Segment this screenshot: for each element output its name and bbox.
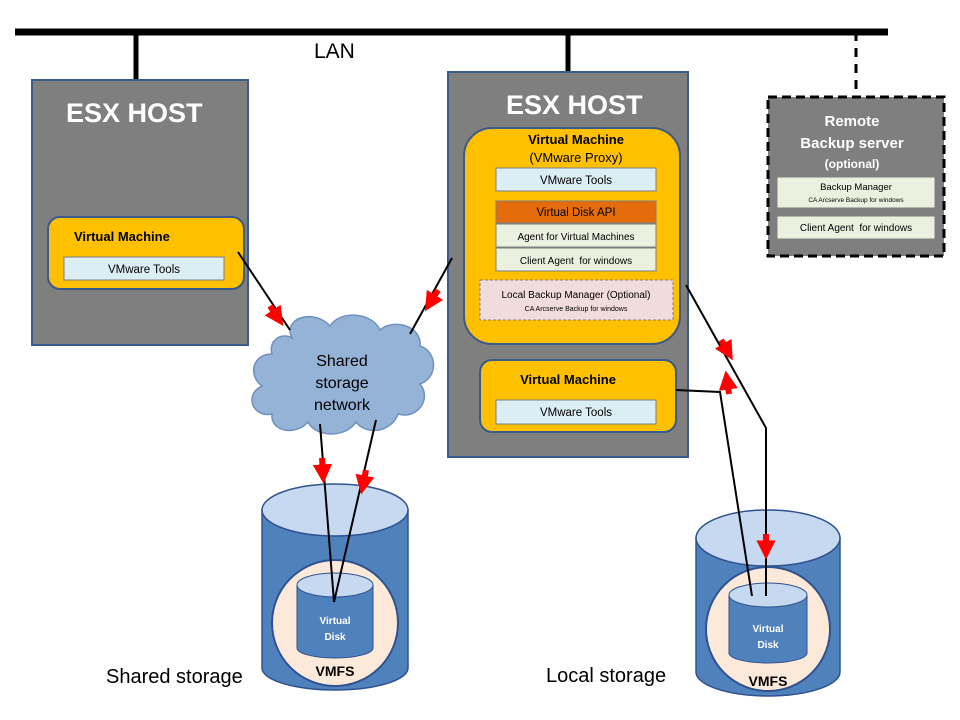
local-storage-label: Local storage — [546, 665, 666, 687]
local-virtual-disk-top — [728, 582, 808, 608]
flow-arrow-icon — [264, 304, 284, 326]
flow-arrow-icon — [312, 457, 332, 484]
host1-vmware-tools-label: VMware Tools — [108, 264, 180, 276]
agent-for-vm-box — [495, 223, 657, 248]
remote-title-line2: Backup server — [800, 135, 904, 152]
path-host2-vm-to-local-disk — [675, 389, 753, 597]
remote-client-agent-box — [776, 215, 936, 240]
path-cloud-to-shared-disk-b — [333, 419, 377, 603]
cloud-shape — [251, 314, 435, 435]
shared-virtual-disk-body — [296, 584, 374, 659]
remote-backup-server[interactable]: Remote Backup server (optional) Backup M… — [766, 95, 946, 258]
shared-storage-label: Shared storage — [106, 666, 243, 688]
virtual-disk-api-box — [495, 200, 657, 224]
local-backup-manager-label: Local Backup Manager (Optional) — [502, 290, 651, 301]
shared-storage[interactable]: Virtual Disk VMFS — [261, 483, 409, 691]
esx-host-1-box — [31, 79, 249, 346]
flow-arrow-icon — [424, 288, 444, 312]
proxy-vm-title: Virtual Machine — [528, 132, 624, 147]
host2-virtual-machine[interactable]: Virtual Machine VMware Tools — [479, 359, 677, 433]
esx-host-2-title: ESX HOST — [506, 90, 643, 120]
esx-host-2[interactable]: ESX HOST Virtual Machine (VMware Proxy) … — [447, 71, 689, 458]
cloud-label-line1: Shared — [316, 353, 368, 370]
local-virtual-disk-body — [728, 594, 808, 664]
local-backup-manager-box — [479, 279, 674, 321]
virtual-disk-api-label: Virtual Disk API — [536, 207, 615, 219]
remote-optional-label: (optional) — [825, 157, 880, 171]
shared-virtual-disk-label-1: Virtual — [320, 616, 351, 627]
remote-title-line1: Remote — [824, 113, 879, 130]
local-vmfs-label: VMFS — [749, 673, 788, 689]
backup-manager-sublabel: CA Arcserve Backup for windows — [808, 197, 904, 204]
proxy-vmware-tools-box — [495, 167, 657, 192]
host2-vmware-tools-box — [495, 399, 657, 425]
shared-cylinder-top — [261, 483, 409, 537]
backup-manager-box — [776, 176, 936, 209]
host1-virtual-machine[interactable]: Virtual Machine VMware Tools — [47, 216, 245, 290]
esx-host-1-title: ESX HOST — [66, 98, 203, 128]
esx-host-1[interactable]: ESX HOST Virtual Machine VMware Tools — [31, 79, 249, 346]
cloud-label-line2: storage — [315, 375, 368, 392]
lan-network: LAN — [15, 28, 888, 97]
proxy-vm-subtitle: (VMware Proxy) — [529, 150, 622, 165]
flow-arrows — [264, 288, 776, 560]
flow-arrow-icon — [355, 469, 375, 495]
proxy-virtual-machine[interactable]: Virtual Machine (VMware Proxy) VMware To… — [463, 127, 681, 345]
agent-for-vm-label: Agent for Virtual Machines — [517, 232, 634, 243]
shared-virtual-disk-label-2: Disk — [324, 632, 346, 643]
host2-vmware-tools-label: VMware Tools — [540, 407, 612, 419]
local-virtual-disk-label-1: Virtual — [753, 624, 784, 635]
flow-arrow-icon — [718, 370, 738, 395]
flow-arrow-icon — [714, 338, 733, 361]
local-storage[interactable]: Virtual Disk VMFS — [695, 509, 841, 697]
proxy-vmware-tools-label: VMware Tools — [540, 175, 612, 187]
local-virtual-disk-label-2: Disk — [757, 640, 779, 651]
shared-storage-network-cloud: Shared storage network — [251, 314, 435, 435]
shared-vmfs-label: VMFS — [316, 663, 355, 679]
backup-manager-label: Backup Manager — [820, 182, 892, 193]
host1-vmware-tools-box — [63, 256, 225, 281]
remote-client-agent-label: Client Agent for windows — [800, 223, 912, 234]
local-backup-manager-sublabel: CA Arcserve Backup for windows — [525, 306, 628, 313]
cloud-label-line3: network — [314, 397, 371, 414]
lan-label: LAN — [314, 40, 355, 63]
host2-vm-title: Virtual Machine — [520, 372, 616, 387]
client-agent-box — [495, 247, 657, 272]
client-agent-label: Client Agent for windows — [520, 256, 632, 267]
host1-vm-title: Virtual Machine — [74, 229, 170, 244]
path-cloud-to-shared-disk-a — [319, 423, 335, 603]
